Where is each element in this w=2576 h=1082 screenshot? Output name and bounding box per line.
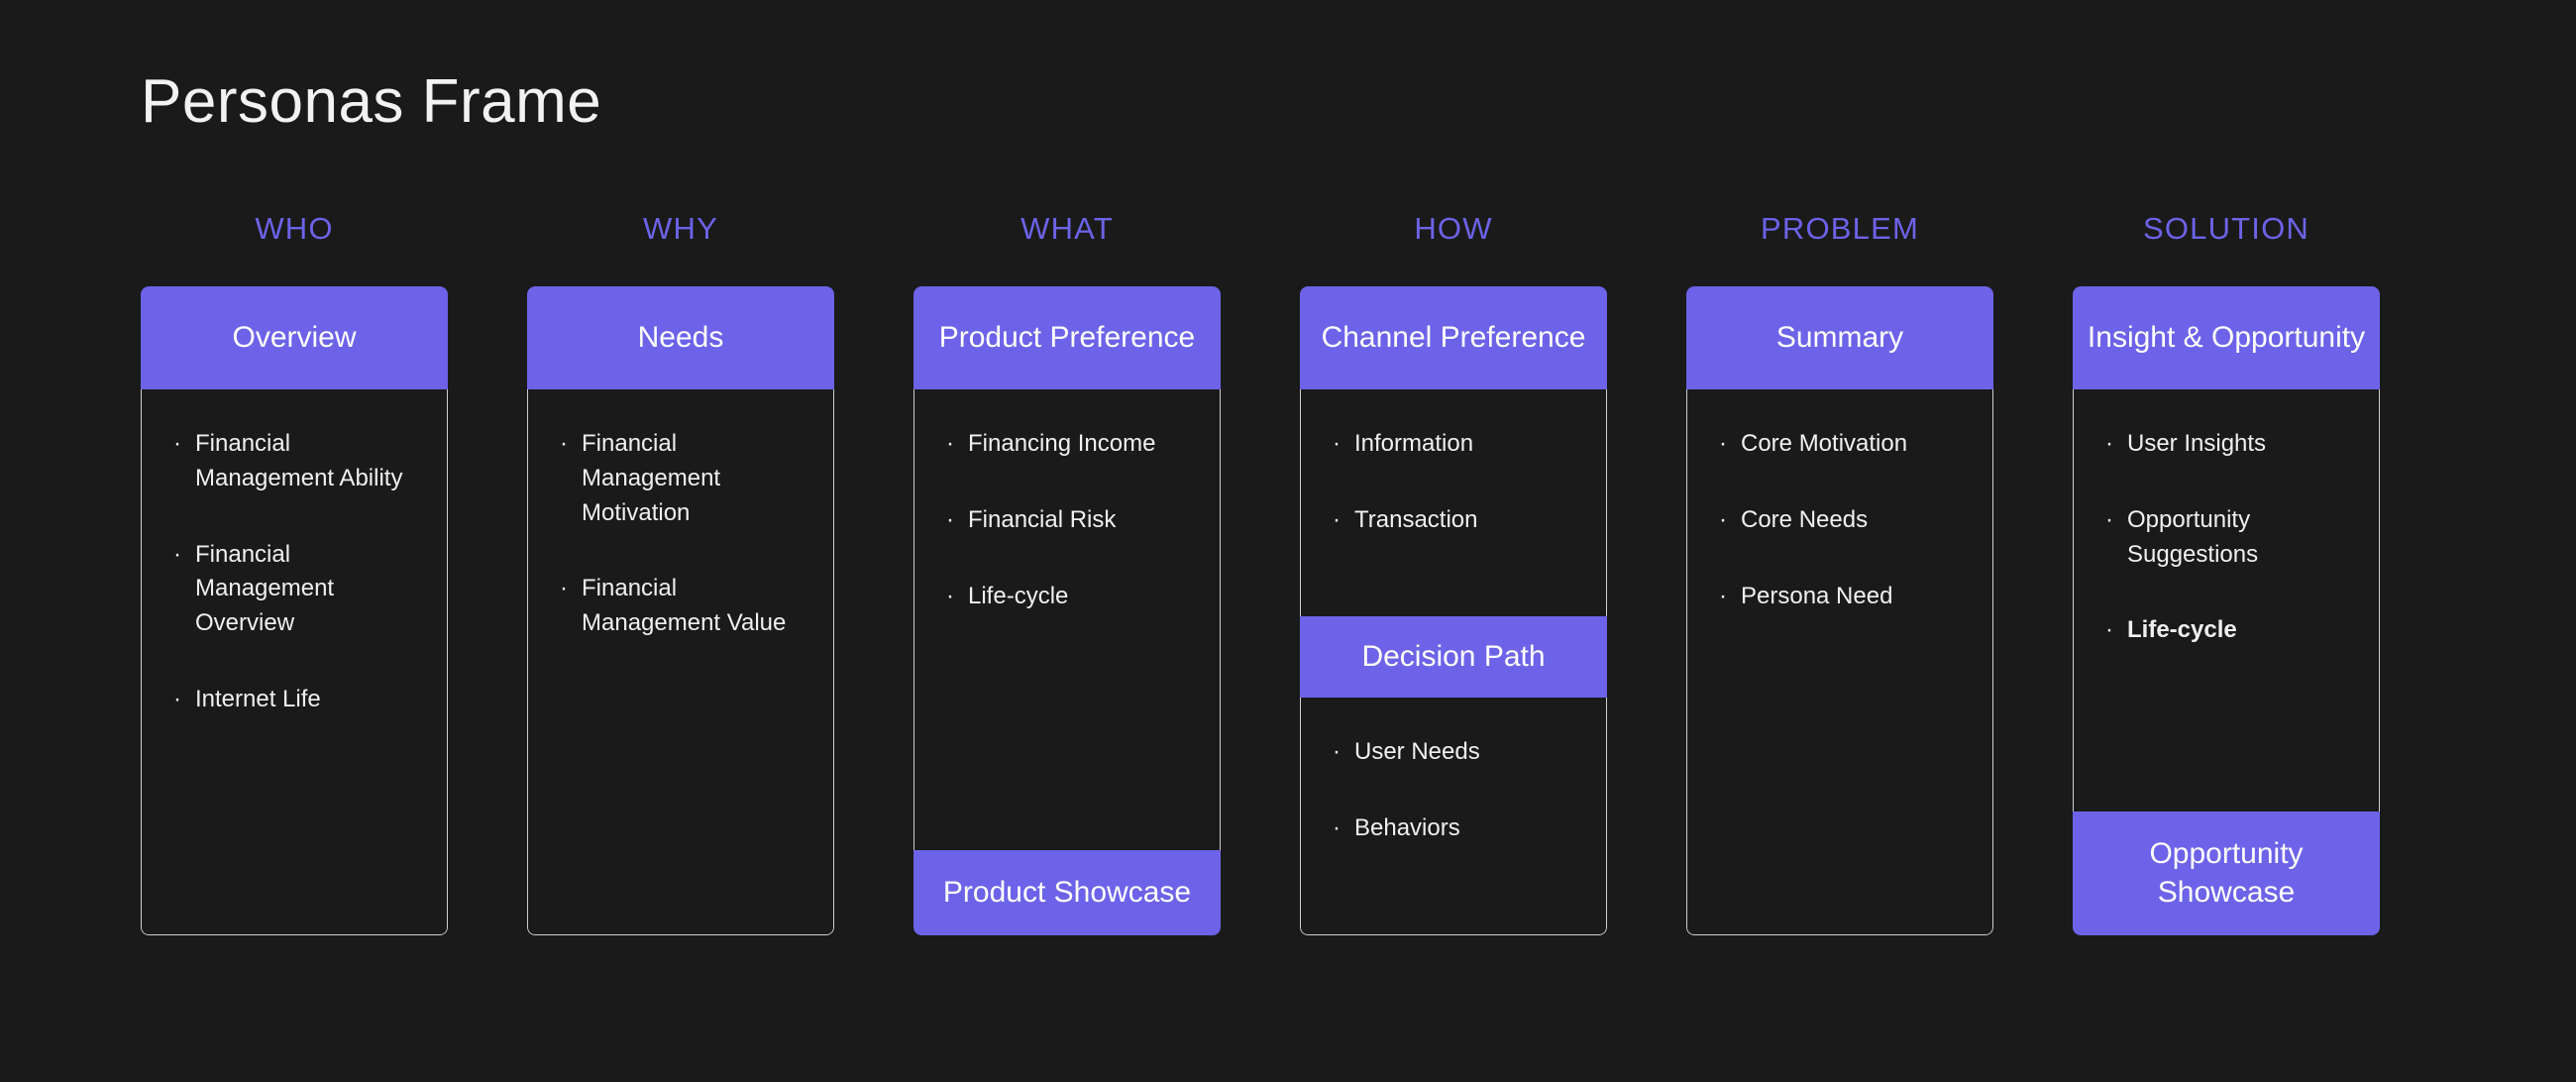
persona-column: WHY Needs · Financial Management Motivation… bbox=[527, 213, 834, 935]
persona-card[interactable]: Overview · Financial Management Ability · Fi… bbox=[141, 286, 448, 935]
persona-card[interactable]: Needs · Financial Management Motivation · Fi… bbox=[527, 286, 834, 935]
bullet-dot-icon: · bbox=[560, 575, 568, 602]
list-item-label: Information bbox=[1354, 430, 1474, 457]
list-item: · Internet Life bbox=[142, 683, 447, 717]
card-title: Channel Preference bbox=[1300, 286, 1607, 389]
persona-card[interactable]: Channel Preference · Information · Transacti… bbox=[1300, 286, 1607, 935]
persona-column: PROBLEM Summary · Core Motivation · Core Need… bbox=[1686, 213, 1993, 935]
list-item: · Persona Need bbox=[1687, 580, 1992, 614]
card-body: · Financial Management Motivation · Financi… bbox=[527, 389, 834, 935]
bullet-dot-icon: · bbox=[1333, 814, 1341, 841]
card-body-spacer bbox=[1301, 888, 1606, 924]
card-band-label[interactable]: Decision Path bbox=[1300, 615, 1607, 699]
list-item-label: User Insights bbox=[2127, 430, 2267, 457]
card-body-spacer bbox=[1687, 655, 1992, 924]
list-item: · Transaction bbox=[1301, 503, 1606, 538]
bullet-dot-icon: · bbox=[946, 430, 954, 457]
persona-column: WHO Overview · Financial Management Ability… bbox=[141, 213, 448, 935]
bullet-dot-icon: · bbox=[946, 582, 954, 609]
card-body-spacer bbox=[142, 759, 447, 924]
bullet-dot-icon: · bbox=[2105, 430, 2113, 457]
list-item-label: Financial Risk bbox=[968, 505, 1117, 533]
page-title: Personas Frame bbox=[141, 67, 602, 136]
list-item: · Core Motivation bbox=[1687, 427, 1992, 462]
list-item-label: Life-cycle bbox=[968, 582, 1069, 609]
list-item-label: Behaviors bbox=[1354, 814, 1460, 841]
column-header-label: WHO bbox=[255, 211, 334, 246]
card-body-lower: · User Needs · Behaviors bbox=[1300, 698, 1607, 935]
bullet-dot-icon: · bbox=[173, 685, 181, 712]
card-body-spacer bbox=[1301, 580, 1606, 616]
card-footer-label[interactable]: Product Showcase bbox=[913, 849, 1221, 935]
list-item-label: Opportunity Suggestions bbox=[2127, 505, 2259, 568]
list-item: · Financial Management Overview bbox=[142, 538, 447, 641]
bullet-dot-icon: · bbox=[560, 430, 568, 457]
list-item-label: Core Needs bbox=[1741, 505, 1869, 533]
card-title: Insight & Opportunity bbox=[2073, 286, 2380, 389]
list-item: · Life-cycle bbox=[914, 580, 1220, 614]
card-title: Product Preference bbox=[913, 286, 1221, 389]
persona-card[interactable]: Summary · Core Motivation · Core Needs · Perso… bbox=[1686, 286, 1993, 935]
list-item-label: Persona Need bbox=[1741, 582, 1893, 609]
list-item-label: Internet Life bbox=[195, 685, 321, 712]
column-header-label: HOW bbox=[1414, 211, 1493, 246]
bullet-dot-icon: · bbox=[1719, 430, 1727, 457]
bullet-dot-icon: · bbox=[2105, 505, 2113, 533]
bullet-dot-icon: · bbox=[173, 430, 181, 457]
list-item: · Information bbox=[1301, 427, 1606, 462]
persona-card[interactable]: Insight & Opportunity · User Insights · Oppo… bbox=[2073, 286, 2380, 935]
list-item: · Opportunity Suggestions bbox=[2074, 503, 2379, 573]
card-body: · Information · Transaction bbox=[1300, 389, 1607, 616]
list-item-label: Financial Management Value bbox=[582, 575, 787, 637]
list-item-label: Core Motivation bbox=[1741, 430, 1908, 457]
bullet-dot-icon: · bbox=[173, 540, 181, 568]
bullet-dot-icon: · bbox=[1719, 582, 1727, 609]
bullet-dot-icon: · bbox=[1333, 738, 1341, 766]
column-header-label: WHAT bbox=[1020, 211, 1114, 246]
list-item: · Behaviors bbox=[1301, 812, 1606, 846]
bullet-dot-icon: · bbox=[1333, 430, 1341, 457]
list-item: · Financial Management Value bbox=[528, 572, 833, 641]
card-body-spacer bbox=[914, 655, 1220, 839]
list-item-label: Financial Management Motivation bbox=[582, 430, 721, 526]
card-body: · Financial Management Ability · Financial … bbox=[141, 389, 448, 935]
list-item: · Life-cycle bbox=[2074, 613, 2379, 648]
card-body: · User Insights · Opportunity Suggestions · L… bbox=[2073, 389, 2380, 812]
bullet-dot-icon: · bbox=[1333, 505, 1341, 533]
columns-container: WHO Overview · Financial Management Ability… bbox=[141, 213, 2380, 935]
list-item-label: User Needs bbox=[1354, 738, 1480, 766]
list-item-label: Transaction bbox=[1354, 505, 1478, 533]
card-footer-label[interactable]: Opportunity Showcase bbox=[2073, 812, 2380, 935]
list-item-label: Financial Management Overview bbox=[195, 540, 335, 637]
list-item: · Financial Management Ability bbox=[142, 427, 447, 496]
persona-column: SOLUTION Insight & Opportunity · User Insig… bbox=[2073, 213, 2380, 935]
list-item: · Financial Management Motivation bbox=[528, 427, 833, 530]
persona-column: HOW Channel Preference · Information · Transa… bbox=[1300, 213, 1607, 935]
persona-card[interactable]: Product Preference · Financing Income · Fina… bbox=[913, 286, 1221, 935]
list-item-label: Financing Income bbox=[968, 430, 1156, 457]
column-header-label: PROBLEM bbox=[1761, 211, 1919, 246]
card-body-spacer bbox=[2074, 690, 2379, 802]
bullet-dot-icon: · bbox=[1719, 505, 1727, 533]
card-title: Summary bbox=[1686, 286, 1993, 389]
list-item-label: Financial Management Ability bbox=[195, 430, 403, 491]
card-body: · Core Motivation · Core Needs · Persona Need bbox=[1686, 389, 1993, 935]
column-header-label: WHY bbox=[643, 211, 718, 246]
list-item-label: Life-cycle bbox=[2127, 616, 2237, 644]
list-item: · User Insights bbox=[2074, 427, 2379, 462]
card-body-spacer bbox=[528, 683, 833, 924]
card-title: Overview bbox=[141, 286, 448, 389]
column-header-label: SOLUTION bbox=[2142, 211, 2310, 246]
card-body: · Financing Income · Financial Risk · Life-cy… bbox=[913, 389, 1221, 850]
card-title: Needs bbox=[527, 286, 834, 389]
bullet-dot-icon: · bbox=[2105, 616, 2113, 644]
list-item: · User Needs bbox=[1301, 735, 1606, 770]
bullet-dot-icon: · bbox=[946, 505, 954, 533]
list-item: · Financial Risk bbox=[914, 503, 1220, 538]
list-item: · Financing Income bbox=[914, 427, 1220, 462]
list-item: · Core Needs bbox=[1687, 503, 1992, 538]
